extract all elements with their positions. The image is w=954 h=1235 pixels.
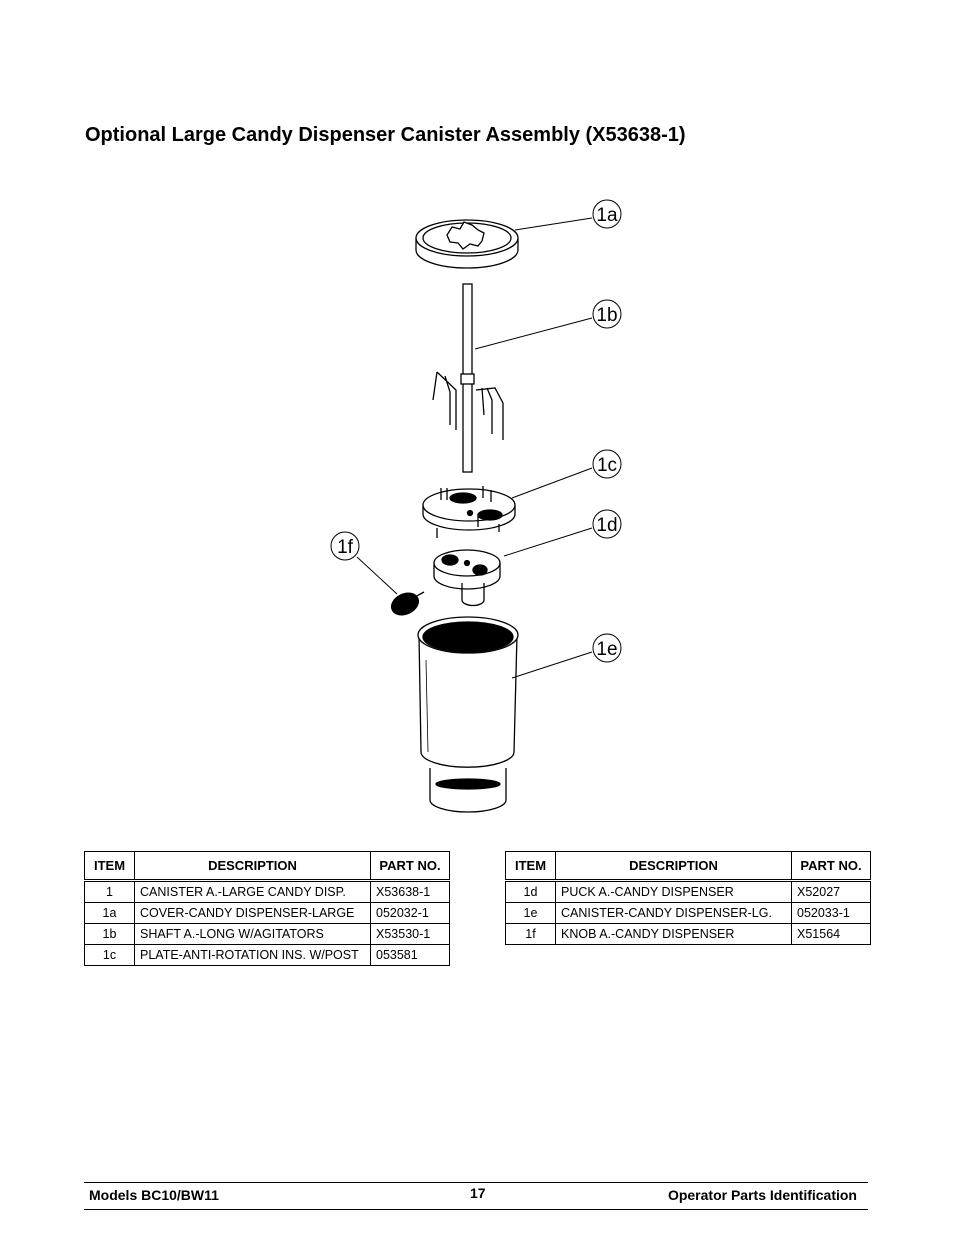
header-item: ITEM (84, 851, 135, 882)
plate-part (422, 486, 516, 538)
callout-1b: 1b (596, 305, 617, 326)
footer-section-title: Operator Parts Identification (667, 1187, 857, 1203)
part-cell: 052032-1 (370, 902, 450, 924)
item-cell: 1f (505, 923, 556, 945)
description-cell: COVER-CANDY DISPENSER-LARGE (134, 902, 371, 924)
item-cell: 1b (84, 923, 135, 945)
callout-circles (330, 199, 622, 663)
callout-1d: 1d (596, 515, 617, 536)
part-cell: 053581 (370, 944, 450, 966)
part-cell: X51564 (791, 923, 871, 945)
footer-top-rule (84, 1182, 868, 1183)
description-cell: PUCK A.-CANDY DISPENSER (555, 880, 792, 903)
header-item: ITEM (505, 851, 556, 882)
parts-table-left: ITEM DESCRIPTION PART NO. 1 CANISTER A.-… (84, 851, 450, 966)
parts-table-right: ITEM DESCRIPTION PART NO. 1d PUCK A.-CAN… (505, 851, 871, 945)
description-cell: CANISTER-CANDY DISPENSER-LG. (555, 902, 792, 924)
table-row: 1b SHAFT A.-LONG W/AGITATORS X53530-1 (84, 923, 450, 945)
item-cell: 1 (84, 880, 135, 903)
header-description: DESCRIPTION (134, 851, 371, 882)
table-row: 1f KNOB A.-CANDY DISPENSER X51564 (505, 923, 871, 945)
header-description: DESCRIPTION (555, 851, 792, 882)
page-title: Optional Large Candy Dispenser Canister … (85, 124, 686, 146)
description-cell: PLATE-ANTI-ROTATION INS. W/POST (134, 944, 371, 966)
canister-part (417, 616, 519, 813)
puck-part (433, 549, 501, 607)
part-cell: X53530-1 (370, 923, 450, 945)
item-cell: 1d (505, 880, 556, 903)
exploded-parts-diagram: 1a 1b 1c 1d 1e 1f (330, 199, 622, 813)
description-cell: CANISTER A.-LARGE CANDY DISP. (134, 880, 371, 903)
table-row: 1e CANISTER-CANDY DISPENSER-LG. 052033-1 (505, 902, 871, 924)
callout-1a: 1a (596, 205, 618, 226)
description-cell: SHAFT A.-LONG W/AGITATORS (134, 923, 371, 945)
footer-models: Models BC10/BW11 (89, 1187, 219, 1203)
callout-1f: 1f (337, 537, 354, 558)
table-row: 1c PLATE-ANTI-ROTATION INS. W/POST 05358… (84, 944, 450, 966)
part-cell: 052033-1 (791, 902, 871, 924)
knob-part (390, 591, 425, 616)
part-cell: X53638-1 (370, 880, 450, 903)
callout-1c: 1c (597, 455, 617, 476)
table-row: 1d PUCK A.-CANDY DISPENSER X52027 (505, 880, 871, 903)
description-cell: KNOB A.-CANDY DISPENSER (555, 923, 792, 945)
item-cell: 1a (84, 902, 135, 924)
part-cell: X52027 (791, 880, 871, 903)
item-cell: 1c (84, 944, 135, 966)
leader-lines (356, 217, 593, 679)
footer-page-number: 17 (470, 1185, 486, 1201)
header-part-no: PART NO. (791, 851, 871, 882)
shaft-part (432, 283, 504, 473)
footer-bottom-rule (84, 1209, 868, 1210)
header-part-no: PART NO. (370, 851, 450, 882)
callout-1e: 1e (596, 639, 617, 660)
table-row: 1 CANISTER A.-LARGE CANDY DISP. X53638-1 (84, 880, 450, 903)
table-row: 1a COVER-CANDY DISPENSER-LARGE 052032-1 (84, 902, 450, 924)
cover-part (415, 219, 519, 269)
item-cell: 1e (505, 902, 556, 924)
